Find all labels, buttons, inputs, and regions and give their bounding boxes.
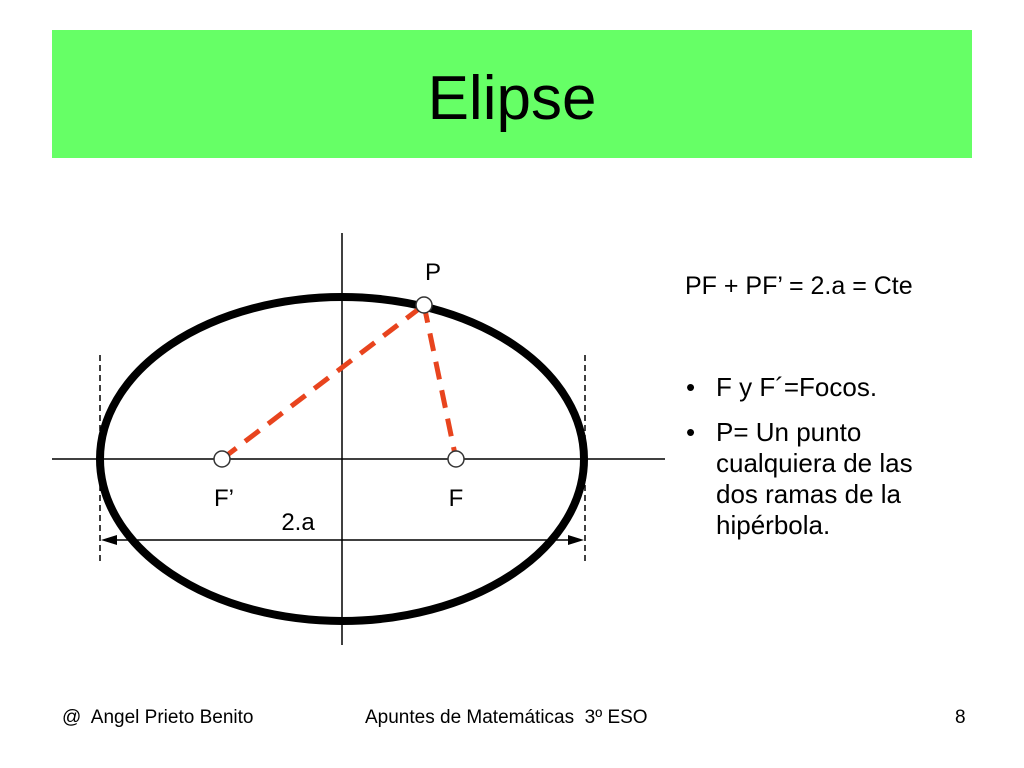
right-arrowhead xyxy=(568,535,584,545)
left-arrowhead xyxy=(101,535,117,545)
bullet-text-point-p: P= Un punto cualquiera de las dos ramas … xyxy=(716,417,913,540)
bullet-marker: • xyxy=(686,372,696,402)
bullet-marker: • xyxy=(686,417,696,447)
ellipse-curve xyxy=(96,293,588,625)
bullet-item: • F y F´=Focos. xyxy=(686,372,936,403)
title-bar: Elipse xyxy=(52,30,972,158)
bullet-text-foci: F y F´=Focos. xyxy=(716,372,878,402)
bullet-item: • P= Un punto cualquiera de las dos rama… xyxy=(686,417,936,541)
major-axis-arrow xyxy=(101,535,584,545)
footer-author: @ Angel Prieto Benito xyxy=(62,707,254,728)
point-p-label: P xyxy=(425,259,441,286)
ellipse-formula: PF + PF’ = 2.a = Cte xyxy=(685,272,913,300)
footer-course: Apuntes de Matemáticas 3º ESO xyxy=(365,707,648,728)
focus-f-prime-label: F’ xyxy=(214,485,234,512)
major-axis-label: 2.a xyxy=(281,509,315,536)
slide-title: Elipse xyxy=(427,64,597,133)
bullet-list: • F y F´=Focos. • P= Un punto cualquiera… xyxy=(686,372,936,541)
focus-f-marker xyxy=(447,450,465,468)
segment-p-to-f-prime xyxy=(220,303,426,461)
footer-page-number: 8 xyxy=(955,707,966,728)
point-p-marker xyxy=(415,296,433,314)
segment-p-to-f xyxy=(421,304,459,460)
focus-f-prime-marker xyxy=(213,450,231,468)
ellipse-diagram: P F’ F 2.a xyxy=(52,233,665,645)
focus-f-label: F xyxy=(449,485,464,512)
